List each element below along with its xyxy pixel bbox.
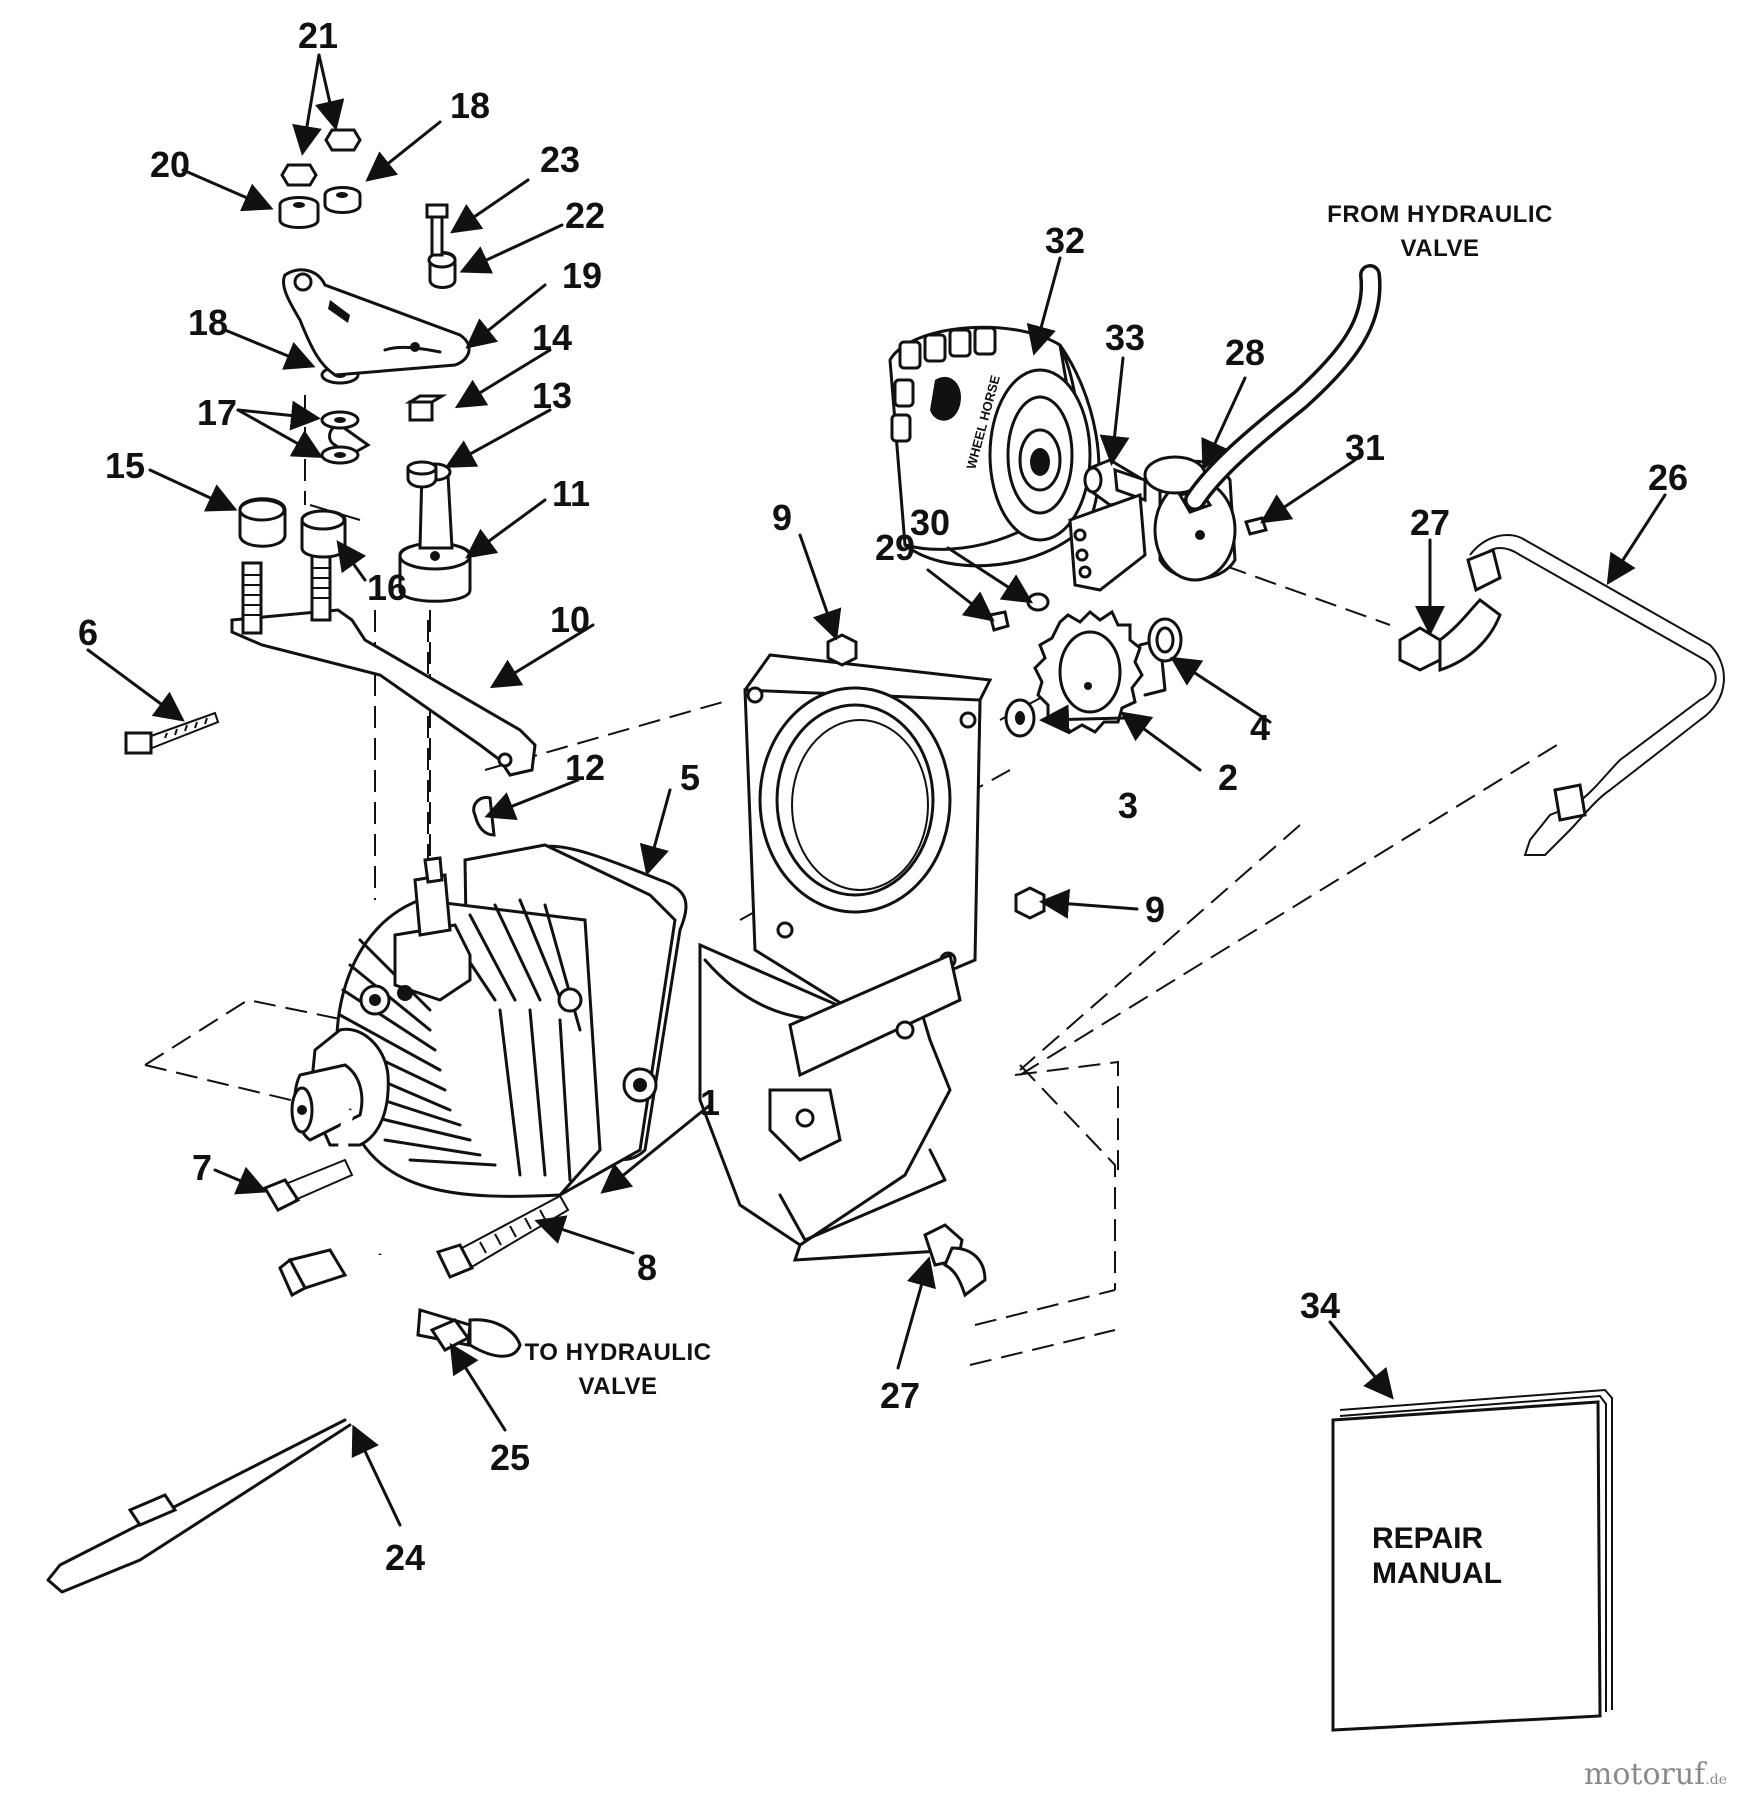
repair-manual: REPAIR MANUAL (1331, 1388, 1613, 1732)
callout-9b: 9 (1145, 889, 1165, 930)
callout-7: 7 (192, 1147, 212, 1188)
bolt-8 (435, 1194, 570, 1279)
small-screw-31 (1244, 516, 1268, 536)
callout-14: 14 (532, 317, 572, 358)
callout-32: 32 (1045, 220, 1085, 261)
oil-filter: WHEEL HORSE (888, 325, 1101, 568)
callout-33: 33 (1105, 317, 1145, 358)
callout-29: 29 (875, 527, 915, 568)
watermark: motoruf.de (1584, 1757, 1727, 1792)
callout-26: 26 (1648, 457, 1688, 498)
pressure-tube (1466, 534, 1725, 856)
hex-nut-upper (826, 633, 858, 667)
callout-20: 20 (150, 144, 190, 185)
hose-fitting-25 (429, 1318, 471, 1352)
callout-3: 3 (1118, 785, 1138, 826)
to-valve-caption-line2: VALVE (579, 1373, 658, 1400)
pump-inlet-tube (1184, 264, 1382, 511)
elbow-fitting-upper (1398, 598, 1502, 673)
watermark-site: motoruf (1583, 1757, 1706, 1792)
callout-8: 8 (637, 1247, 657, 1288)
bolt-7 (262, 1158, 354, 1212)
elbow-fitting-lower (923, 1223, 987, 1298)
callout-23: 23 (540, 139, 580, 180)
callout-10: 10 (550, 599, 590, 640)
callout-12: 12 (565, 747, 605, 788)
lock-washer-30 (1026, 592, 1050, 612)
filter-grip-pads (890, 326, 997, 443)
drive-gear (1004, 609, 1183, 738)
control-bracket (124, 128, 537, 777)
callout-18b: 18 (188, 302, 228, 343)
callout-arrows (86, 53, 1667, 1527)
callout-28: 28 (1225, 332, 1265, 373)
gasket-and-case (290, 843, 688, 1198)
manual-title-line1: REPAIR (1372, 1522, 1483, 1555)
callout-16: 16 (367, 567, 407, 608)
callout-31: 31 (1345, 427, 1385, 468)
from-valve-caption-line1: FROM HYDRAULIC (1327, 201, 1553, 228)
callout-34: 34 (1300, 1285, 1340, 1326)
to-valve-caption-line1: TO HYDRAULIC (525, 1339, 712, 1366)
watermark-tld: .de (1705, 1772, 1727, 1788)
callout-19: 19 (562, 255, 602, 296)
captions: FROM HYDRAULIC VALVE TO HYDRAULIC VALVE (525, 201, 1553, 1400)
callout-1: 1 (700, 1082, 720, 1123)
callout-27b: 27 (880, 1375, 920, 1416)
small-screw-29 (988, 610, 1010, 632)
from-valve-caption-line2: VALVE (1401, 235, 1480, 262)
callout-25: 25 (490, 1437, 530, 1478)
callout-27a: 27 (1410, 502, 1450, 543)
callout-15: 15 (105, 445, 145, 486)
callout-9a: 9 (772, 497, 792, 538)
callout-24: 24 (385, 1537, 425, 1578)
transmission-housing (698, 653, 993, 1262)
callout-30: 30 (910, 502, 950, 543)
manual-title-line2: MANUAL (1372, 1557, 1502, 1590)
callout-11: 11 (552, 473, 590, 514)
callout-2: 2 (1218, 757, 1238, 798)
callout-22: 22 (565, 195, 605, 236)
callout-13: 13 (532, 375, 572, 416)
callout-4: 4 (1250, 707, 1270, 748)
callout-5: 5 (680, 757, 700, 798)
callout-18a: 18 (450, 85, 490, 126)
callout-17: 17 (197, 392, 237, 433)
hex-nut-lower (1014, 886, 1046, 920)
callout-21: 21 (298, 15, 338, 56)
callout-6: 6 (78, 612, 98, 653)
callout-numbers: 1 2 3 4 5 6 7 8 9 9 10 11 12 13 14 15 16… (78, 15, 1688, 1578)
